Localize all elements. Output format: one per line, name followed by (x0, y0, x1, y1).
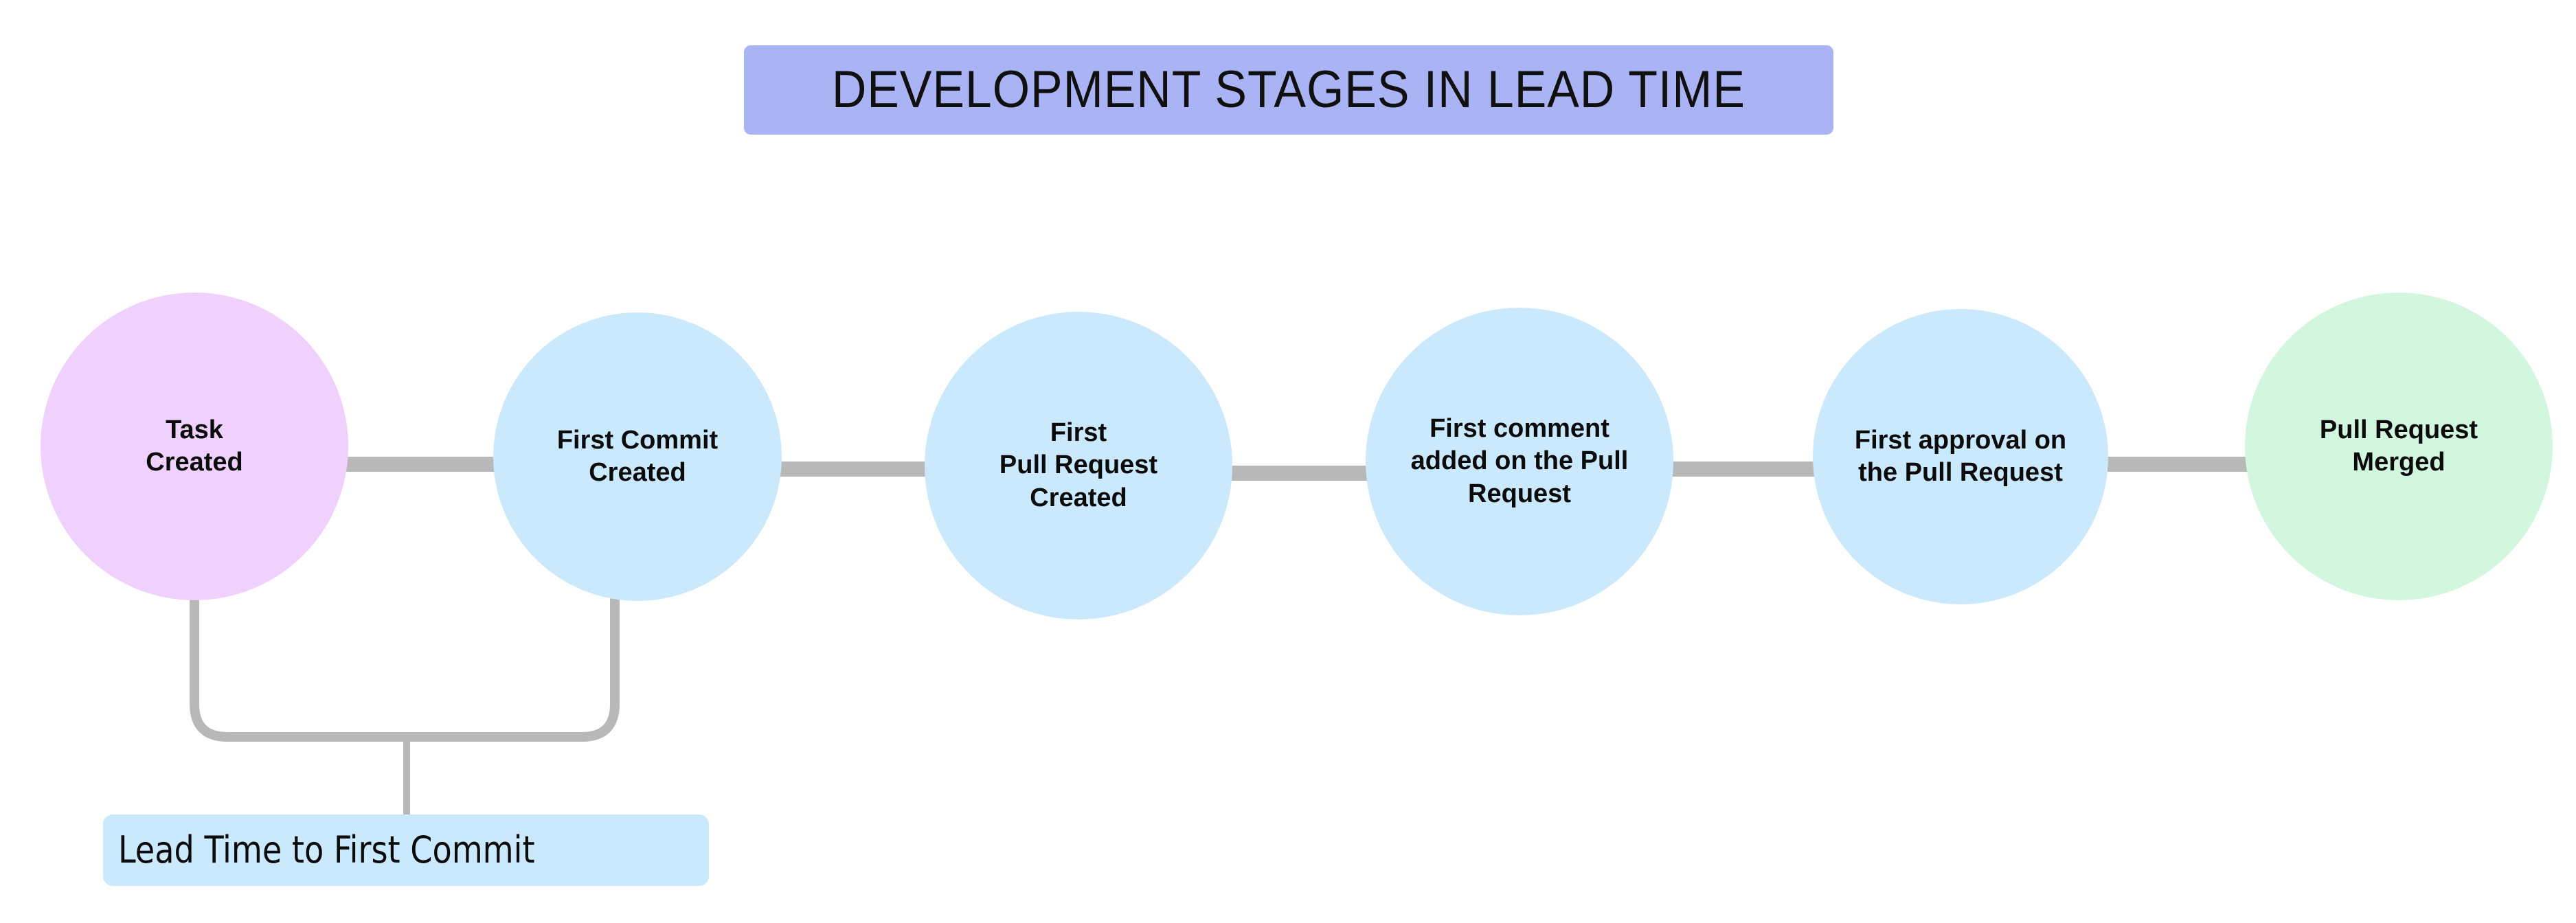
annotation-lead-time-to-first-commit[interactable]: Lead Time to First Commit (103, 814, 709, 886)
page-title: DEVELOPMENT STAGES IN LEAD TIME (831, 60, 1746, 119)
stage-node-first-comment-on-pull-request[interactable]: First comment added on the Pull Request (1366, 308, 1673, 615)
stage-label-pull-request-merged: Pull Request Merged (2319, 415, 2478, 477)
stage-node-pull-request-merged[interactable]: Pull Request Merged (2245, 293, 2553, 600)
stage-node-first-approval-on-pull-request[interactable]: First approval on the Pull Request (1813, 309, 2108, 604)
connector-first-comment-to-first-approval (1662, 461, 1817, 477)
connector-first-commit-to-first-pr (776, 461, 931, 477)
diagram-title-banner: DEVELOPMENT STAGES IN LEAD TIME (744, 45, 1833, 135)
annotation-label: Lead Time to First Commit (118, 828, 535, 871)
stage-node-first-commit-created[interactable]: First Commit Created (493, 312, 782, 601)
stage-node-task-created[interactable]: Task Created (41, 293, 348, 600)
stage-label-first-comment-on-pull-request: First comment added on the Pull Request (1410, 413, 1629, 508)
stage-label-task-created: Task Created (146, 415, 243, 477)
connector-first-pr-to-first-comment (1223, 466, 1374, 481)
stage-label-first-approval-on-pull-request: First approval on the Pull Request (1854, 425, 2067, 488)
connector-first-approval-to-merged (2102, 457, 2250, 472)
stage-label-first-commit-created: First Commit Created (556, 425, 719, 488)
connector-task-to-first-commit (343, 457, 501, 472)
stage-node-first-pull-request-created[interactable]: First Pull Request Created (925, 312, 1232, 619)
annotation-bracket (190, 595, 620, 742)
stage-label-first-pull-request-created: First Pull Request Created (999, 418, 1158, 512)
